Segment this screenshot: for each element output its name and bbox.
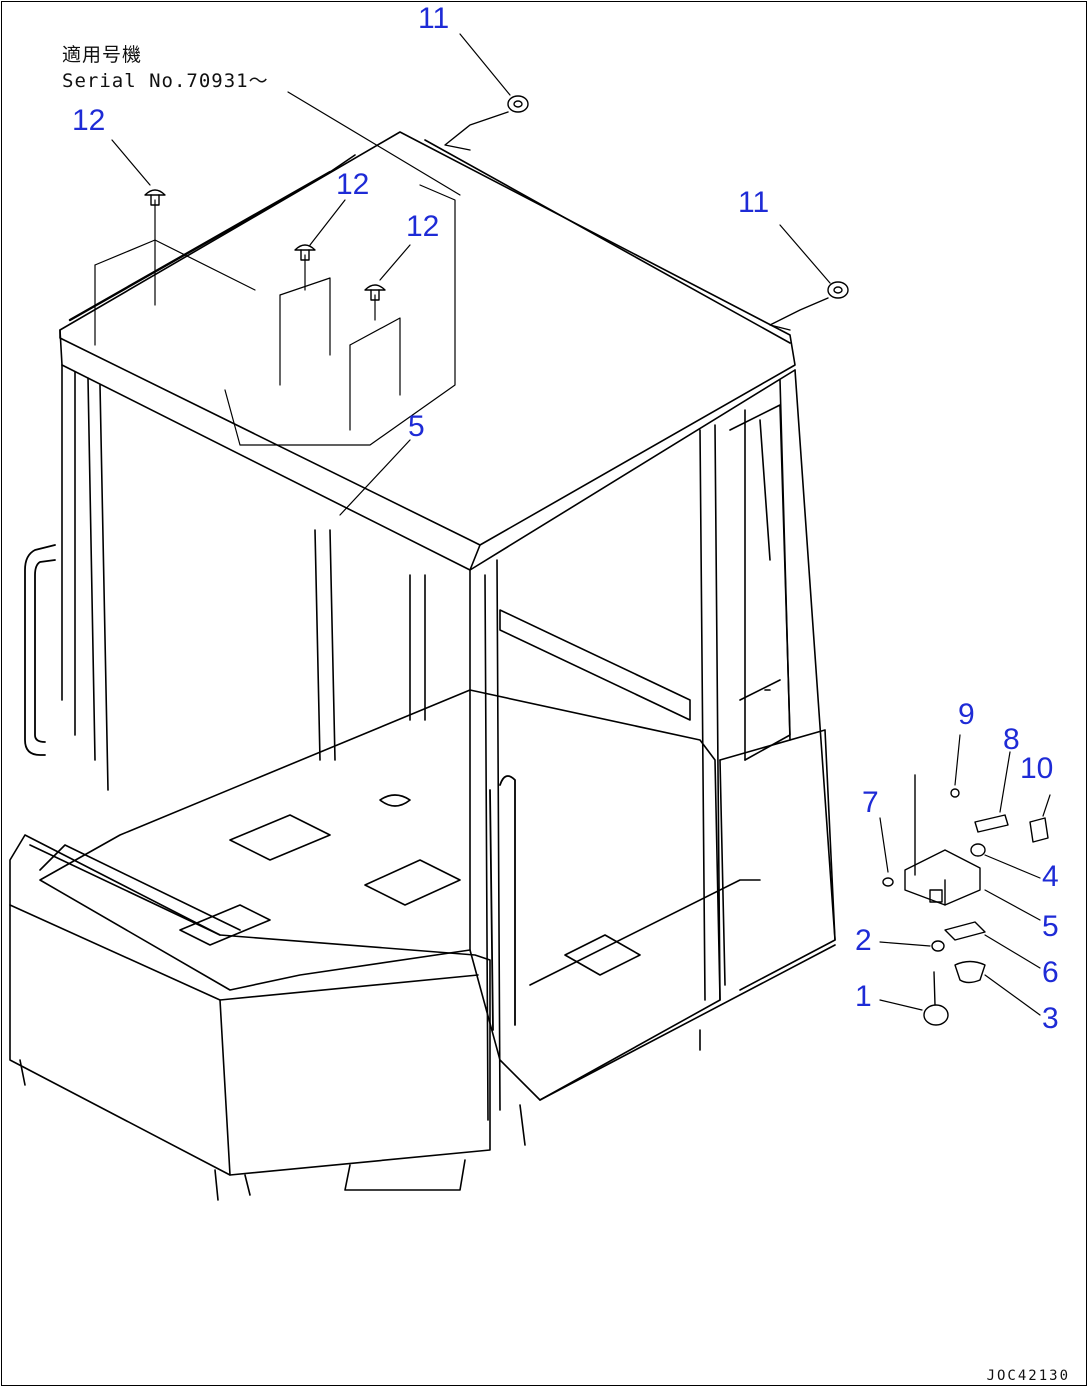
roof-bolt-outline xyxy=(94,184,456,446)
callout-2: 2 xyxy=(855,924,872,957)
applicable-serial-note: Serial No.70931～ xyxy=(62,70,269,92)
callout-7: 7 xyxy=(862,786,879,819)
roof-panel xyxy=(59,131,796,571)
callout-9: 9 xyxy=(958,698,975,731)
callout-3: 3 xyxy=(1042,1002,1059,1035)
callout-5: 5 xyxy=(408,410,425,443)
callout-12: 12 xyxy=(406,210,440,243)
callout-8: 8 xyxy=(1003,723,1020,756)
callout-5: 5 xyxy=(1042,910,1059,943)
cab-floor xyxy=(39,609,761,1101)
callout-6: 6 xyxy=(1042,956,1059,989)
callout-1: 1 xyxy=(855,980,872,1013)
rear-lower-panel xyxy=(519,729,836,1146)
callout-4: 4 xyxy=(1042,860,1059,893)
leader-lines xyxy=(111,33,1051,1016)
front-console xyxy=(9,834,491,1201)
callout-11: 11 xyxy=(418,2,450,35)
applicable-serial-note-jp: 適用号機 xyxy=(62,44,143,66)
cab-pillars xyxy=(61,364,836,1121)
drawing-number: JOC42130 xyxy=(986,1368,1070,1384)
cap-11 xyxy=(444,95,849,331)
callout-12: 12 xyxy=(72,104,106,137)
callout-10: 10 xyxy=(1020,752,1054,785)
bracket-assembly xyxy=(882,774,1049,1026)
cap-nut-12 xyxy=(144,189,386,301)
callout-11: 11 xyxy=(738,186,770,219)
side-window-frame xyxy=(729,404,791,761)
grab-handles xyxy=(24,544,516,1031)
callout-12: 12 xyxy=(336,168,370,201)
